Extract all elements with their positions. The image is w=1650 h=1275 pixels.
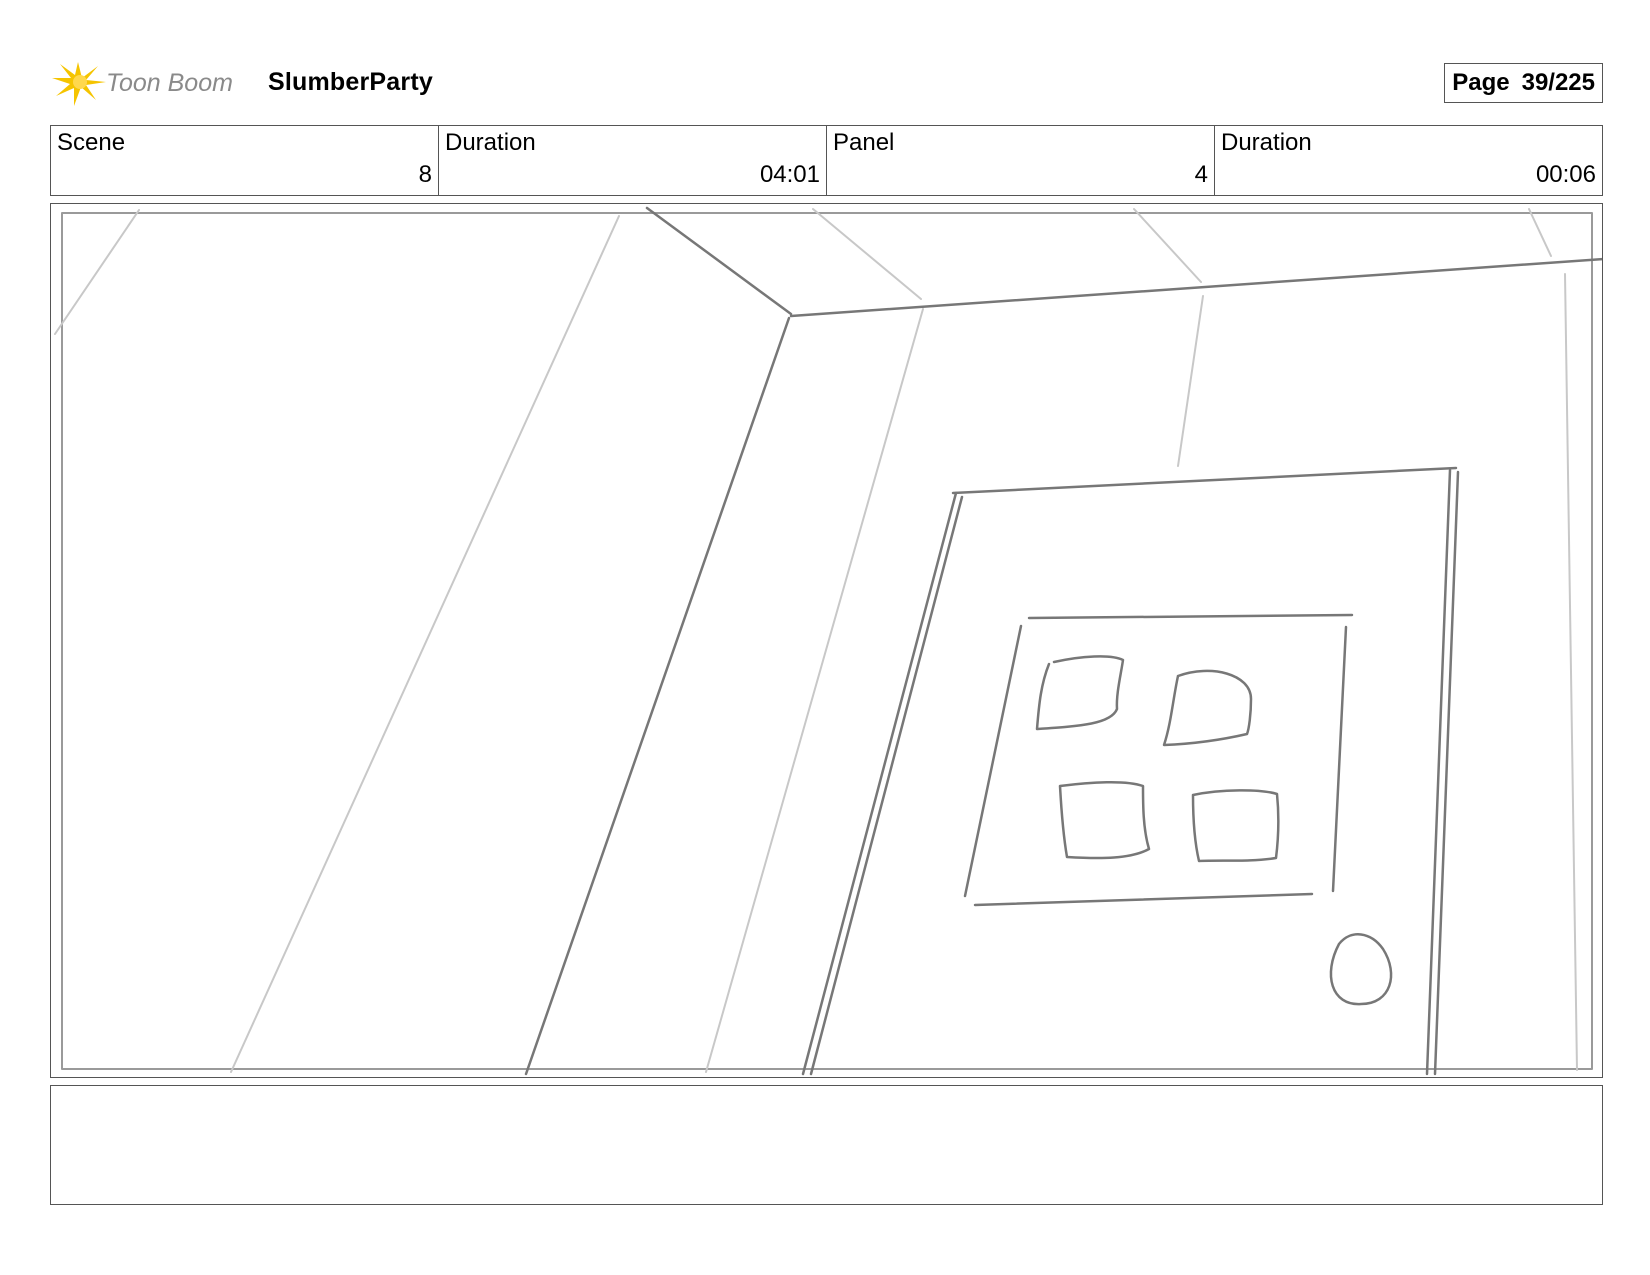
scene-info-table: Scene 8 Duration 04:01 Panel 4 Duration … [50,125,1603,196]
scene-duration-cell: Duration 04:01 [439,126,827,195]
storyboard-panel-image [50,203,1603,1078]
scene-duration-label: Duration [445,129,536,156]
safe-frame [61,212,1593,1070]
starburst-icon [52,62,106,106]
toon-boom-logo: Toon Boom [50,56,250,112]
scene-cell: Scene 8 [51,126,439,195]
project-title: SlumberParty [268,68,433,96]
panel-cell: Panel 4 [827,126,1215,195]
panel-duration-value: 00:06 [1535,161,1596,188]
scene-duration-value: 04:01 [759,161,820,188]
scene-label: Scene [57,129,126,156]
page-indicator: Page 39/225 [1444,63,1603,103]
panel-notes-box [50,1085,1603,1205]
page-number: 39/225 [1521,69,1595,96]
scene-value: 8 [418,161,432,188]
panel-duration-cell: Duration 00:06 [1215,126,1602,195]
page-label: Page [1452,69,1510,96]
panel-label: Panel [833,129,895,156]
logo-wordmark: Toon Boom [106,69,233,97]
panel-value: 4 [1194,161,1208,188]
door-sketch [801,466,1460,1076]
wall-lines [524,206,1602,1076]
construction-lines [54,208,1578,1073]
storyboard-header: Toon Boom SlumberParty Page 39/225 [50,56,1603,112]
panel-duration-label: Duration [1221,129,1312,156]
